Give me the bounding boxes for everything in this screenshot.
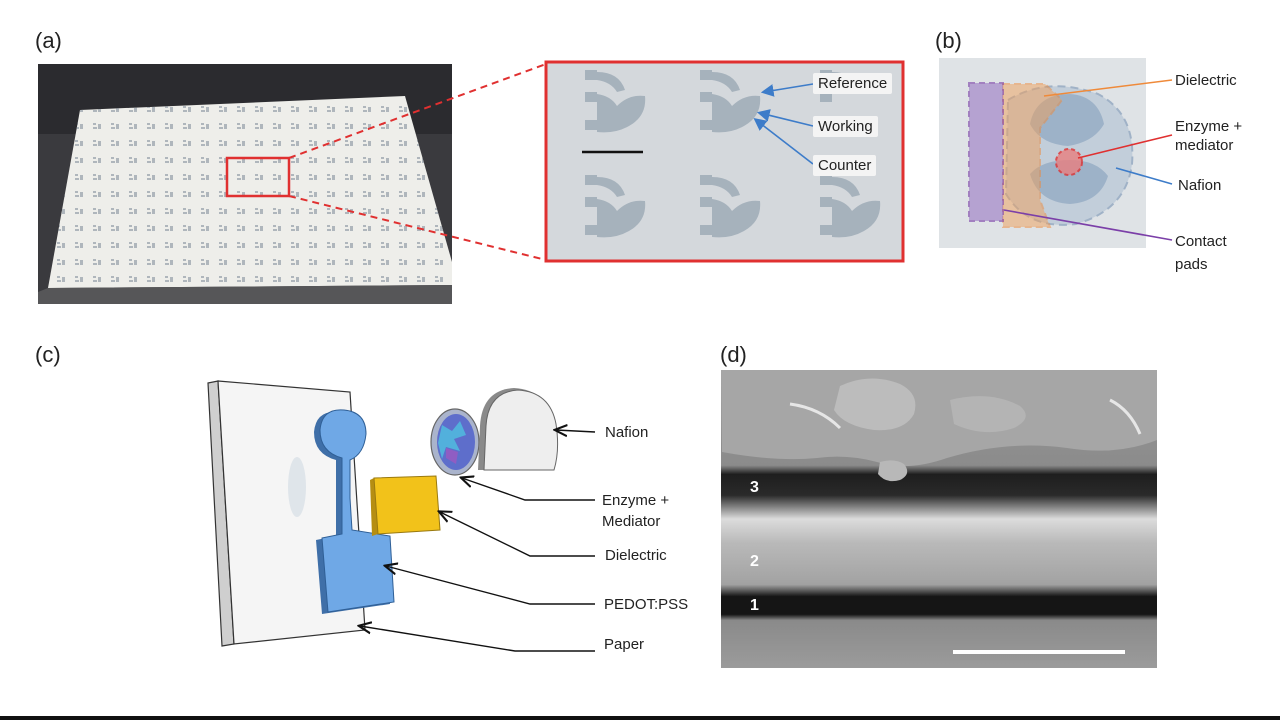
arrow-counter (753, 118, 814, 165)
leader-pedot-c (386, 566, 595, 605)
panel-label-b: (b) (935, 28, 962, 53)
arrow-reference (760, 83, 814, 97)
label-enzyme-c-2: Mediator (602, 513, 661, 530)
leader-dielectric-b (1043, 79, 1173, 97)
label-paper-c: Paper (604, 636, 645, 653)
leader-enzyme-b (1077, 134, 1173, 159)
panel-label-a: (a) (35, 28, 62, 53)
sem-cross-section (721, 370, 1157, 668)
label-counter: Counter (813, 155, 877, 176)
label-enzyme-b-2: mediator (1175, 137, 1234, 154)
photo-sensor-sheet (38, 64, 452, 304)
layer-number-3: 3 (750, 479, 759, 496)
panel-label-d: (d) (720, 342, 747, 367)
label-dielectric-b: Dielectric (1175, 72, 1237, 89)
zoom-line-top (288, 63, 547, 159)
layer-number-1: 1 (750, 597, 759, 614)
label-enzyme-c-1: Enzyme + (602, 492, 670, 509)
leader-nafion-c (556, 430, 596, 432)
label-pedot-c: PEDOT:PSS (604, 596, 689, 613)
label-reference: Reference (813, 73, 893, 94)
label-nafion-c: Nafion (605, 424, 649, 441)
schematic-exploded (207, 380, 559, 647)
panel-label-c: (c) (35, 342, 61, 367)
label-nafion-b: Nafion (1178, 177, 1222, 194)
zoom-line-bottom (288, 195, 547, 261)
leader-contact-b (1003, 209, 1173, 241)
leader-paper-c (360, 626, 595, 652)
leader-dielectric-c (440, 512, 595, 557)
label-contact-b-1: Contact (1175, 233, 1227, 250)
bottom-rule (0, 716, 1280, 720)
leader-enzyme-c (462, 478, 595, 501)
label-working: Working (813, 116, 878, 137)
layer-number-2: 2 (750, 553, 759, 570)
zoom-region-box (225, 156, 291, 198)
arrow-working (756, 109, 814, 127)
label-dielectric-c: Dielectric (605, 547, 667, 564)
label-contact-b-2: pads (1175, 256, 1208, 273)
leader-nafion-b (1115, 167, 1173, 185)
label-enzyme-b-1: Enzyme + (1175, 118, 1243, 135)
